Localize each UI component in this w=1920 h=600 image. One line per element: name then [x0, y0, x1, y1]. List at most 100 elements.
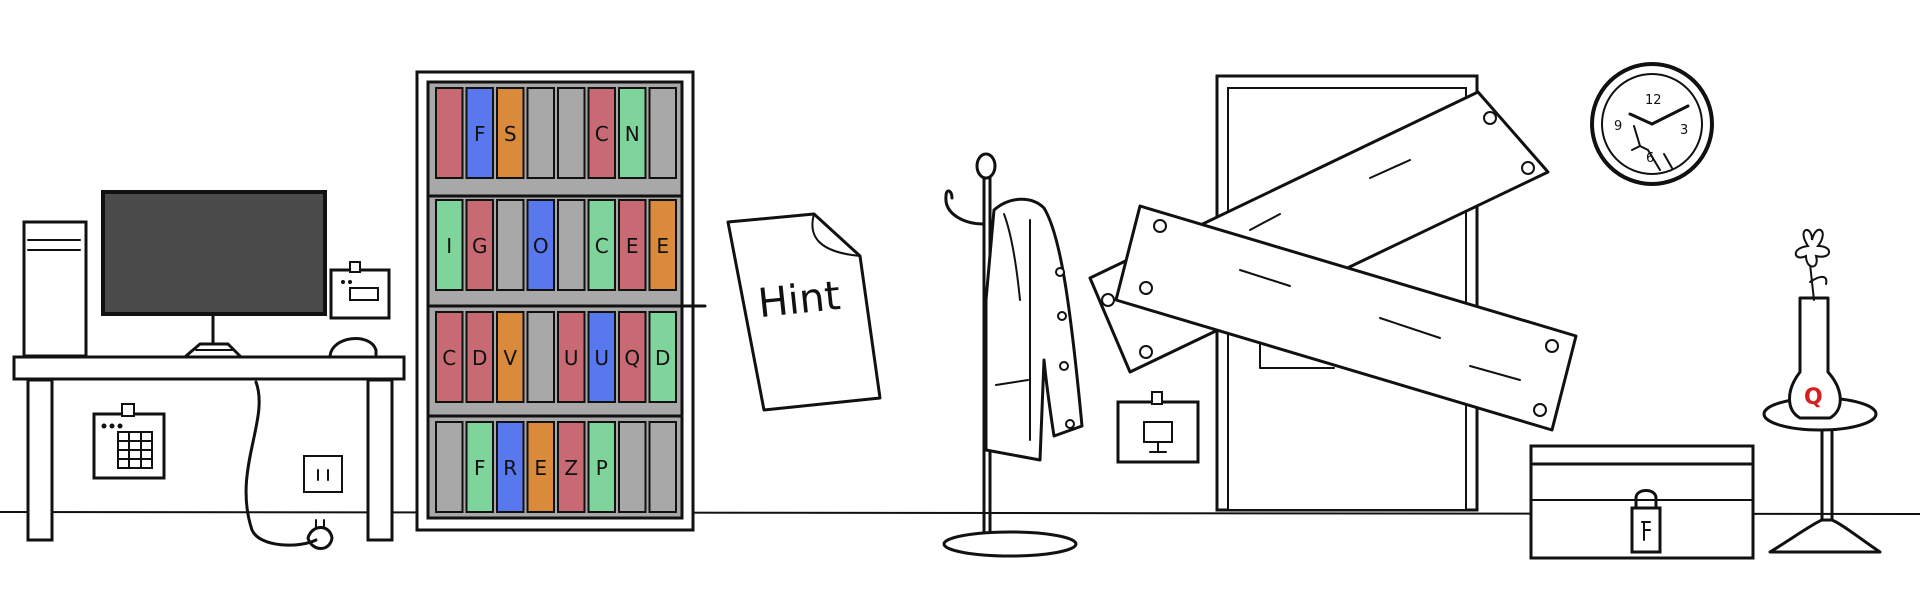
book-spine [465, 311, 494, 403]
clock-hour-hand [1628, 112, 1654, 126]
book[interactable]: E [648, 199, 677, 291]
book-letter: V [503, 346, 517, 370]
book-spine [648, 311, 677, 403]
flower [1794, 228, 1830, 301]
book[interactable] [557, 199, 586, 291]
book-letter: Z [564, 456, 578, 480]
book-letter: O [533, 234, 549, 258]
book[interactable]: C [587, 199, 616, 291]
computer-monitor[interactable] [101, 190, 327, 358]
book[interactable]: D [465, 311, 494, 403]
book[interactable] [648, 421, 677, 513]
power-cable [244, 380, 318, 547]
coat[interactable] [984, 197, 1084, 462]
book-spine [435, 87, 464, 179]
book[interactable]: E [526, 421, 555, 513]
book[interactable]: E [618, 199, 647, 291]
desk-lockbox[interactable] [329, 261, 391, 320]
padlock-icon[interactable] [1630, 489, 1662, 554]
computer-tower[interactable] [22, 220, 88, 358]
book-spine [435, 199, 464, 291]
wooden-plank[interactable] [1114, 204, 1578, 432]
book-spine [526, 199, 555, 291]
power-plug[interactable] [306, 519, 334, 550]
book[interactable] [618, 421, 647, 513]
coat-rack [942, 152, 1078, 558]
book[interactable] [526, 87, 555, 179]
book-spine [618, 311, 647, 403]
book[interactable]: Z [557, 421, 586, 513]
keypad-panel[interactable] [92, 403, 166, 480]
book-letter: U [564, 346, 579, 370]
book-spine [435, 421, 464, 513]
book-letter: E [656, 234, 669, 258]
clock-crack [1633, 125, 1661, 171]
book-spine [587, 421, 616, 513]
book[interactable]: C [435, 311, 464, 403]
book-spine [496, 199, 525, 291]
book[interactable]: F [465, 87, 494, 179]
book-spine [496, 87, 525, 179]
book-spine [465, 87, 494, 179]
book[interactable]: I [435, 199, 464, 291]
book-spine [648, 199, 677, 291]
book-spine [557, 199, 586, 291]
wall-clock[interactable]: 12 3 9 6 [1590, 62, 1714, 186]
book[interactable] [496, 199, 525, 291]
clock-number: 6 [1646, 151, 1654, 166]
computer-mouse[interactable] [328, 337, 378, 358]
book-letter: C [595, 234, 609, 258]
book-spine [587, 199, 616, 291]
book-letter: I [446, 234, 452, 258]
book-spine [557, 87, 586, 179]
book[interactable]: Q [618, 311, 647, 403]
book[interactable]: G [465, 199, 494, 291]
book-letter: S [504, 122, 517, 146]
flower-vase[interactable]: Q [1788, 296, 1842, 420]
book[interactable]: U [587, 311, 616, 403]
book-letter: G [472, 234, 488, 258]
book-spine [648, 421, 677, 513]
book[interactable] [648, 87, 677, 179]
book-letter: N [625, 122, 640, 146]
book[interactable]: S [496, 87, 525, 179]
book-letter: C [442, 346, 456, 370]
book[interactable]: N [618, 87, 647, 179]
book[interactable]: O [526, 199, 555, 291]
clock-minute-hand [1650, 104, 1690, 126]
monitor-sign[interactable] [1116, 391, 1200, 464]
book-spine [648, 87, 677, 179]
book-spine [557, 311, 586, 403]
book[interactable]: D [648, 311, 677, 403]
book-letter: D [472, 346, 487, 370]
hint-note[interactable]: Hint [726, 212, 882, 412]
hint-note-label: Hint [756, 273, 843, 327]
book-letter: E [626, 234, 639, 258]
book[interactable]: R [496, 421, 525, 513]
book-letter: R [503, 456, 517, 480]
book[interactable]: F [465, 421, 494, 513]
book[interactable]: V [496, 311, 525, 403]
book-spine [465, 421, 494, 513]
book-spine [496, 311, 525, 403]
book[interactable] [526, 311, 555, 403]
book[interactable]: C [587, 87, 616, 179]
book[interactable] [435, 421, 464, 513]
book-letter: U [594, 346, 609, 370]
book[interactable] [435, 87, 464, 179]
book[interactable] [557, 87, 586, 179]
clock-number: 9 [1614, 119, 1622, 134]
book-spine [587, 87, 616, 179]
book-letter: E [534, 456, 547, 480]
book-spine [526, 421, 555, 513]
book-spine [618, 87, 647, 179]
book-spine [618, 199, 647, 291]
side-table [1762, 396, 1882, 554]
book[interactable]: P [587, 421, 616, 513]
book-spine [618, 421, 647, 513]
book[interactable]: U [557, 311, 586, 403]
wall-outlet[interactable] [303, 455, 343, 493]
book-letter: F [474, 122, 486, 146]
